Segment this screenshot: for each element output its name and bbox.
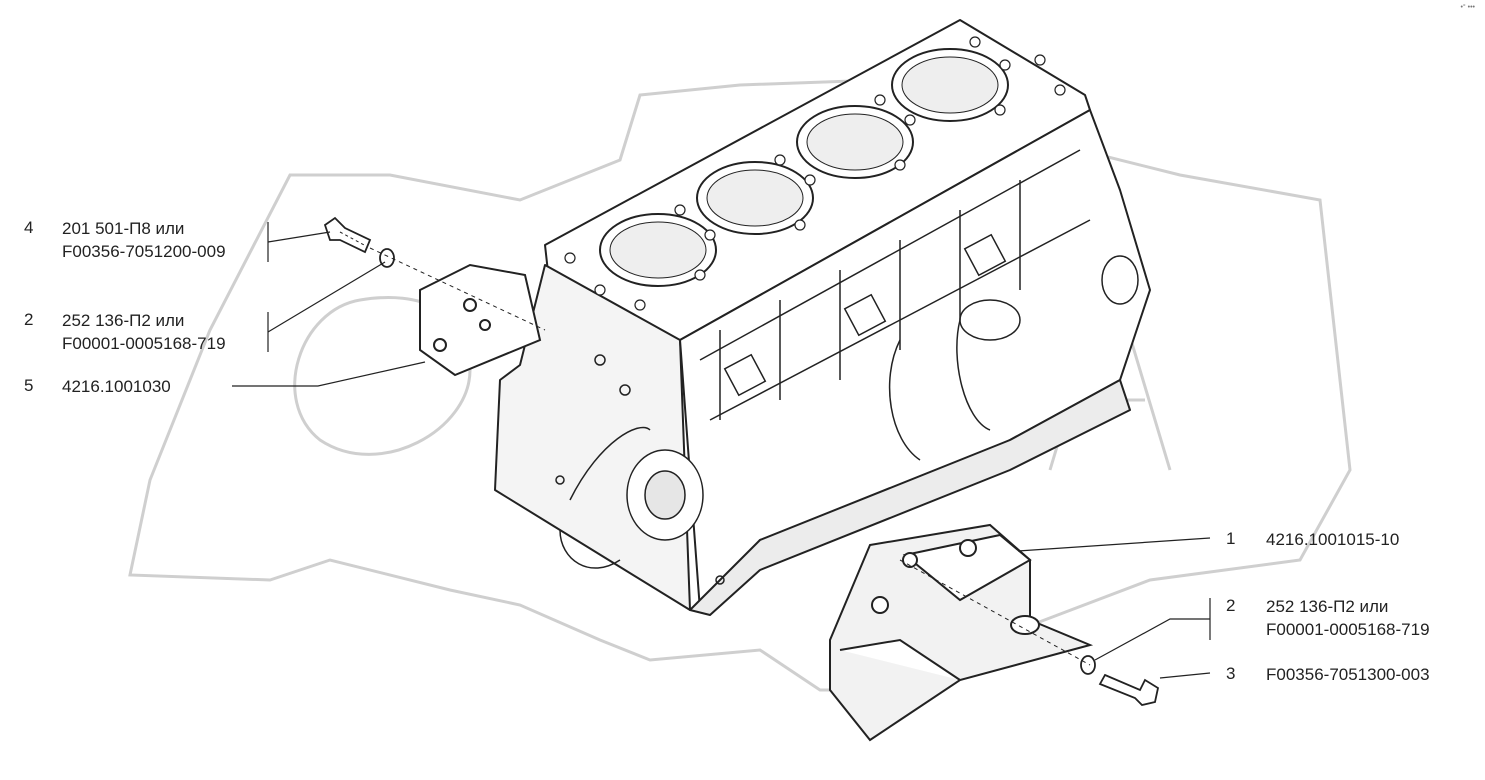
callout-3-line-1: F00356-7051300-003 [1266,665,1430,684]
callout-5-number: 5 [24,376,34,395]
callout-1-number: 1 [1226,529,1236,548]
deck-bolt-holes [564,36,1066,311]
watermark-gear [128,78,1352,692]
left-bracket-part-5 [419,263,542,377]
callout-2-upper-line-2: F00001-0005168-719 [62,334,226,353]
block-side-details [699,149,1139,461]
corner-mark: •° ••• [1460,4,1475,11]
callout-4-number: 4 [24,218,34,237]
callout-4-line-1: 201 501-П8 или [62,219,185,238]
cylinder-bores [599,48,1009,287]
callout-4-line-2: F00356-7051200-009 [62,242,226,261]
leader-lines [232,222,1211,679]
front-face-details [555,354,725,585]
cylinder-block [494,19,1151,616]
left-bolt-part-4 [323,216,372,254]
callout-3-number: 3 [1226,664,1236,683]
callout-2-upper-number: 2 [24,310,34,329]
right-bolt-part-3 [1098,673,1160,706]
block-lower-skirt [689,379,1131,616]
assembly-dash-lines [369,247,1091,666]
right-washer-part-2 [1080,655,1096,675]
right-bracket-part-1 [829,523,1094,742]
callout-2-upper-line-1: 252 136-П2 или [62,311,185,330]
callout-1-line-1: 4216.1001015-10 [1266,530,1400,549]
callout-2-lower-number: 2 [1226,596,1236,615]
callout-5-line-1: 4216.1001030 [62,377,171,396]
callout-2-lower-line-1: 252 136-П2 или [1266,597,1389,616]
callout-2-lower-line-2: F00001-0005168-719 [1266,620,1430,639]
